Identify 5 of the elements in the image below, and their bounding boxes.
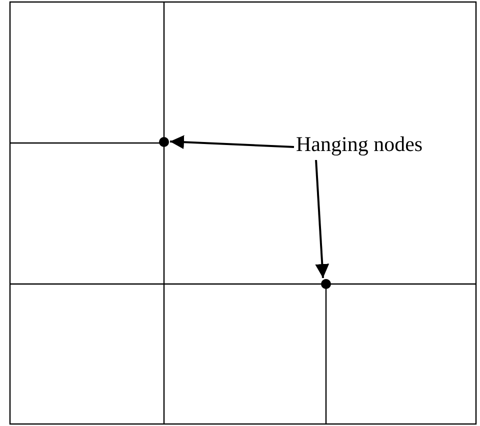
arrow xyxy=(315,160,330,278)
arrow xyxy=(170,135,294,150)
callout-text: Hanging nodes xyxy=(296,131,423,157)
hanging-node-dot xyxy=(321,279,331,289)
hanging-node-dot xyxy=(159,137,169,147)
